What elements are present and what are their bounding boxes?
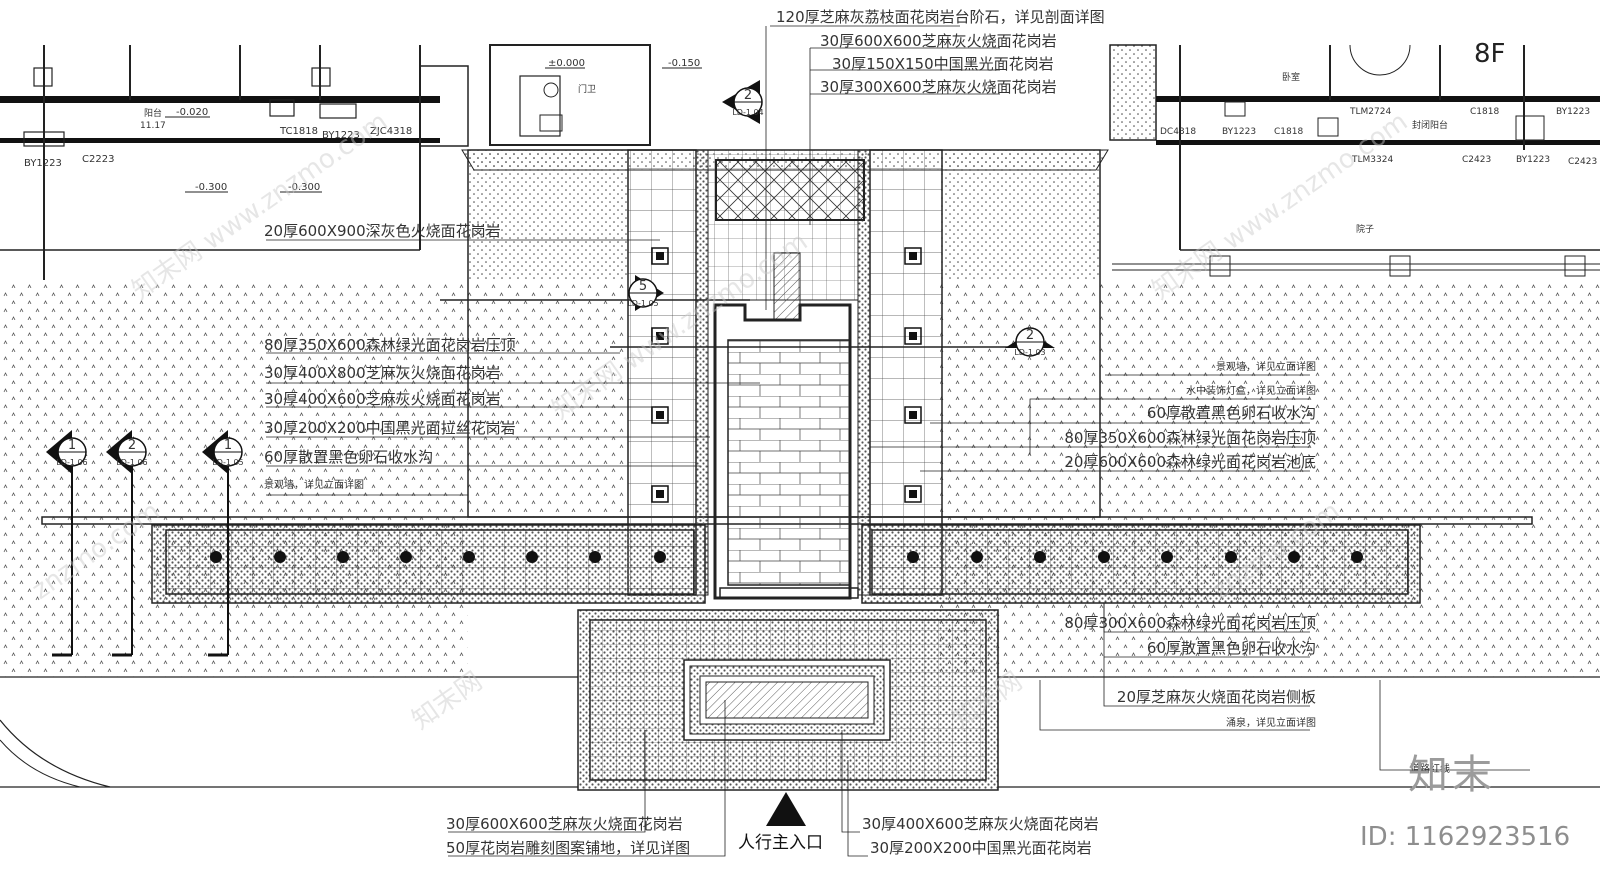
callout-text: 20厚芝麻灰火烧面花岗岩侧板	[1117, 688, 1316, 706]
section-marker: 1 LD-1.06	[46, 430, 88, 657]
svg-text:LD-1.05: LD-1.05	[212, 458, 243, 467]
bottom-callouts: 30厚600X600芝麻灰火烧面花岗岩 50厚花岗岩雕刻图案铺地，详见详图 30…	[446, 815, 1099, 857]
callout-text: 80厚350X600森林绿光面花岗岩压顶	[264, 336, 516, 354]
floor-label: 8F	[1474, 39, 1506, 69]
callout-text: 80厚350X600森林绿光面花岗岩压顶	[1064, 429, 1316, 447]
svg-text:LD-1.03: LD-1.03	[1014, 348, 1045, 357]
entrance-plaza	[577, 609, 999, 791]
svg-text:2: 2	[1026, 328, 1034, 343]
window-codes-right: DC4318 BY1223 C1818 TLM2724 C1818 BY1223…	[1160, 107, 1597, 167]
svg-text:-0.300: -0.300	[288, 182, 320, 193]
svg-text:1: 1	[224, 438, 232, 453]
callout-text: 景观墙，详见立面详图	[1216, 360, 1316, 373]
callout-text: 30厚400X800芝麻灰火烧面花岗岩	[264, 364, 501, 382]
svg-text:-0.300: -0.300	[195, 182, 227, 193]
callout-text: 30厚600X600芝麻灰火烧面花岗岩	[820, 32, 1057, 50]
right-callouts: 景观墙，详见立面详图 水中装饰灯盒，详见立面详图 60厚散置黑色卵石收水沟 80…	[1064, 360, 1316, 729]
callout-text: 50厚花岗岩雕刻图案铺地，详见详图	[446, 839, 690, 857]
section-marker: 2 LD-1.04	[722, 80, 764, 124]
svg-text:2: 2	[128, 438, 136, 453]
section-marker: 2 LD-1.06	[106, 430, 148, 657]
callout-text: 30厚200X200中国黑光面花岗岩	[870, 839, 1092, 857]
callout-text: 水中装饰灯盒，详见立面详图	[1186, 384, 1316, 397]
planting-left	[468, 150, 628, 281]
brand-watermark: 知末	[1408, 752, 1496, 798]
svg-text:DC4318: DC4318	[1160, 127, 1196, 137]
callout-text: 60厚散置黑色卵石收水沟	[1147, 639, 1316, 657]
callout-text: 30厚150X150中国黑光面花岗岩	[832, 55, 1054, 73]
callout-text: 20厚600X600森林绿光面花岗岩池底	[1064, 453, 1316, 471]
top-callouts: 120厚芝麻灰荔枝面花岗岩台阶石，详见剖面详图 30厚600X600芝麻灰火烧面…	[776, 8, 1105, 96]
callout-text: 景观墙，详见立面详图	[264, 478, 364, 491]
svg-text:BY1223: BY1223	[1222, 127, 1256, 137]
svg-text:BY1223: BY1223	[24, 158, 62, 169]
leader-lines	[266, 25, 1530, 857]
callout-text: 120厚芝麻灰荔枝面花岗岩台阶石，详见剖面详图	[776, 8, 1105, 26]
svg-text:TLM2724: TLM2724	[1349, 107, 1391, 117]
svg-text:LD-1.06: LD-1.06	[116, 458, 147, 467]
water-pool	[151, 524, 1421, 604]
column-light-markers	[651, 247, 922, 503]
svg-text:LD-1.06: LD-1.06	[56, 458, 87, 467]
entrance-arrow-icon	[766, 792, 806, 826]
image-id-label: ID: 1162923516	[1360, 822, 1571, 852]
svg-text:BY1223: BY1223	[322, 130, 360, 141]
window-codes-left: TC1818 BY1223 ZJC4318 BY1223 C2223 11.17…	[24, 107, 412, 169]
building-center	[489, 44, 651, 146]
svg-text:封闭阳台: 封闭阳台	[1412, 119, 1448, 131]
callout-text: 涌泉，详见立面详图	[1226, 716, 1316, 729]
svg-text:院子: 院子	[1356, 223, 1374, 235]
svg-text:门卫: 门卫	[578, 83, 596, 95]
road-label: 道路红线	[1410, 762, 1450, 775]
svg-text:±0.000: ±0.000	[548, 58, 585, 69]
callout-text: 30厚300X600芝麻灰火烧面花岗岩	[820, 78, 1057, 96]
fountain-jets	[210, 551, 1363, 563]
svg-text:-0.150: -0.150	[668, 58, 700, 69]
svg-text:C2223: C2223	[82, 154, 114, 165]
callout-text: 30厚200X200中国黑光面拉丝花岗岩	[264, 419, 516, 437]
section-marker: 2 LD-1.03	[1005, 327, 1055, 357]
callout-text: 30厚400X600芝麻灰火烧面花岗岩	[862, 815, 1099, 833]
section-marker: 5 LD-1.05	[627, 275, 664, 311]
central-paving	[627, 149, 943, 600]
callout-text: 60厚散置黑色卵石收水沟	[1147, 404, 1316, 422]
building-left	[0, 45, 469, 280]
svg-text:LD-1.04: LD-1.04	[732, 108, 763, 117]
section-marker: 1 LD-1.05	[202, 430, 244, 657]
callout-text: 30厚600X600芝麻灰火烧面花岗岩	[446, 815, 683, 833]
svg-text:C2423: C2423	[1462, 155, 1491, 165]
svg-text:BY1223: BY1223	[1516, 155, 1550, 165]
room-labels: 门卫 卧室 院子	[578, 71, 1374, 235]
lawn-left	[0, 281, 468, 677]
svg-text:C1818: C1818	[1470, 107, 1499, 117]
svg-text:卧室: 卧室	[1282, 71, 1300, 83]
svg-text:2: 2	[744, 88, 752, 103]
lawn-center-left	[468, 281, 628, 517]
svg-text:BY1223: BY1223	[1556, 107, 1590, 117]
callout-text: 30厚400X600芝麻灰火烧面花岗岩	[264, 390, 501, 408]
svg-text:C1818: C1818	[1274, 127, 1303, 137]
svg-text:-0.020: -0.020	[176, 107, 208, 118]
svg-text:11.17: 11.17	[140, 121, 166, 131]
svg-text:C2423: C2423	[1568, 157, 1597, 167]
svg-text:知末网 www.znzmo.com: 知末网 www.znzmo.com	[127, 107, 393, 306]
level-marks: ±0.000 -0.150 -0.020 -0.300 -0.300	[165, 58, 702, 193]
svg-text:5: 5	[639, 279, 647, 294]
callout-text: 60厚散置黑色卵石收水沟	[264, 448, 433, 466]
svg-text:阳台: 阳台	[144, 107, 162, 119]
left-callouts: 20厚600X900深灰色火烧面花岗岩 80厚350X600森林绿光面花岗岩压顶…	[264, 222, 516, 491]
callout-text: 80厚300X600森林绿光面花岗岩压顶	[1064, 614, 1316, 632]
planting-right	[940, 150, 1100, 281]
entrance-label: 人行主入口	[738, 833, 823, 853]
callout-text: 20厚600X900深灰色火烧面花岗岩	[264, 222, 501, 240]
building-right	[1109, 44, 1600, 277]
svg-text:TLM3324: TLM3324	[1351, 155, 1393, 165]
svg-text:LD-1.05: LD-1.05	[627, 299, 658, 308]
svg-text:1: 1	[68, 438, 76, 453]
svg-text:ZJC4318: ZJC4318	[370, 126, 412, 137]
svg-text:TC1818: TC1818	[279, 126, 318, 137]
